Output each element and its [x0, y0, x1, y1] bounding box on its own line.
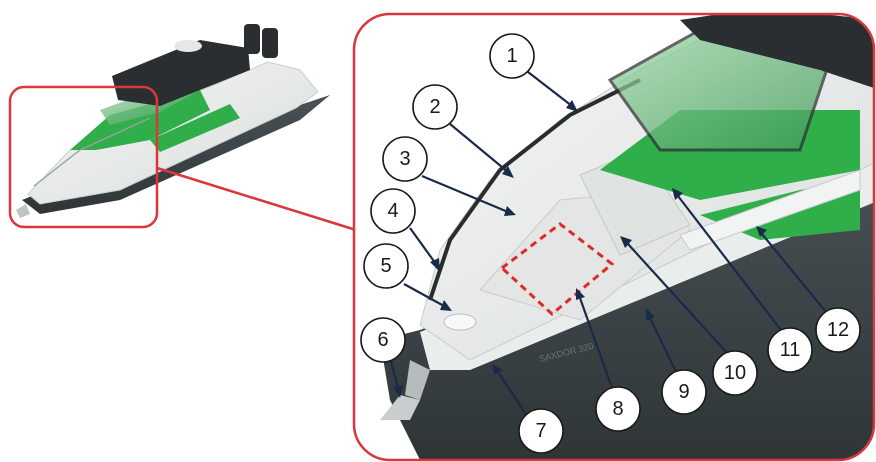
callout-9-label: 9: [678, 381, 689, 403]
callout-12-label: 12: [827, 319, 849, 341]
callout-6: 6: [360, 317, 406, 363]
callout-1-label: 1: [506, 45, 517, 67]
callout-11: 11: [767, 327, 813, 373]
zoom-connector-top: [156, 166, 357, 232]
callout-7: 7: [518, 408, 564, 454]
zoom-panel-border: [352, 12, 876, 462]
callout-12: 12: [815, 307, 861, 353]
callout-3: 3: [382, 136, 428, 182]
callout-6-label: 6: [377, 329, 388, 351]
callout-1: 1: [489, 33, 535, 79]
callout-2-label: 2: [429, 96, 440, 118]
callout-10-label: 10: [724, 362, 746, 384]
callout-2: 2: [412, 84, 458, 130]
sunpad-dashed-highlight: [499, 222, 615, 316]
callout-4: 4: [370, 188, 416, 234]
callout-5: 5: [363, 243, 409, 289]
callout-8-label: 8: [612, 398, 623, 420]
callout-11-label: 11: [780, 339, 801, 361]
overview-highlight-box: [8, 85, 159, 229]
callout-9: 9: [661, 369, 707, 415]
callout-4-label: 4: [387, 200, 398, 222]
callout-10: 10: [712, 350, 758, 396]
callout-3-label: 3: [399, 148, 410, 170]
callout-5-label: 5: [380, 255, 391, 277]
callout-7-label: 7: [535, 420, 546, 442]
callout-8: 8: [595, 386, 641, 432]
overview-boat: [16, 24, 330, 218]
